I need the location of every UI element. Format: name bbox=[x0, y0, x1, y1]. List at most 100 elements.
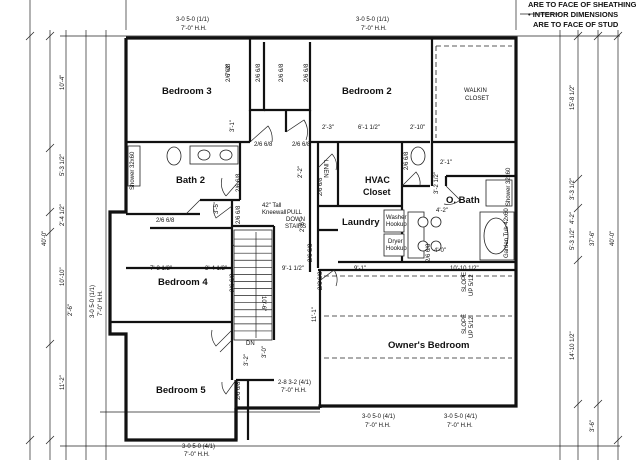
window-left: 3-0 5-0 (1/1) bbox=[90, 285, 96, 318]
window-owner-2-hh: 7'-0" H.H. bbox=[447, 423, 473, 429]
label-shower-obath: Shower 32x60 bbox=[506, 167, 512, 206]
dim-label: 3'-5" bbox=[214, 202, 220, 214]
dim-label: 7'-3" bbox=[226, 64, 232, 76]
label-walkin: WALKIN bbox=[464, 88, 487, 94]
label-hvac-closet: Closet bbox=[363, 187, 391, 197]
exterior-walls bbox=[108, 36, 518, 442]
window-owner-1-hh: 7'-0" H.H. bbox=[365, 423, 391, 429]
door-size-label: 2/6 6/8 bbox=[308, 243, 314, 262]
dim-label: 2'-4 1/2" bbox=[60, 204, 66, 226]
dim-label: 3'-2" bbox=[244, 354, 250, 366]
dim-label: 4'-0" bbox=[434, 248, 446, 254]
door-size-label: 2/6 6/8 bbox=[426, 243, 432, 262]
label-closet: CLOSET bbox=[465, 96, 489, 102]
door-size-label: 2/6 6/8 bbox=[254, 142, 273, 148]
door-swings bbox=[185, 119, 461, 395]
dim-label: 2'-3" bbox=[322, 125, 334, 131]
dim-label: 6'-1 1/2" bbox=[358, 125, 380, 131]
note-sheathing: ARE TO FACE OF SHEATHING bbox=[528, 0, 637, 9]
dim-label: 3'-0" bbox=[262, 346, 268, 358]
dim-label: 2'-10" bbox=[410, 125, 425, 131]
dim-label: 3'-1" bbox=[230, 120, 236, 132]
note-interior-dims: • INTERIOR DIMENSIONS bbox=[528, 10, 618, 19]
window-bottom-hh: 7'-0" H.H. bbox=[184, 452, 210, 458]
note-face-of-stud: ARE TO FACE OF STUD bbox=[533, 20, 619, 29]
dim-label: 10'-6" bbox=[260, 296, 266, 311]
window-top-mid: 3-0 5-0 (1/1) bbox=[356, 17, 389, 23]
door-size-label: 2/6 6/8 bbox=[318, 177, 324, 196]
door-size-label: 2/6 6/8 bbox=[304, 63, 310, 82]
dim-label: 3'-2 1/2" bbox=[434, 172, 440, 194]
dim-label: 9'-1" bbox=[354, 266, 366, 272]
dim-label: 2'-6" bbox=[300, 220, 306, 232]
window-top-left: 3-0 5-0 (1/1) bbox=[176, 17, 209, 23]
window-bottom: 3-0 5-0 (4/1) bbox=[182, 444, 215, 450]
label-down-arrow: DN bbox=[246, 341, 255, 347]
dim-label: 10'-4" bbox=[60, 75, 66, 90]
dim-label: 40'-0" bbox=[42, 231, 48, 246]
door-size-label: 2/6 6/8 bbox=[230, 273, 236, 292]
dim-label: 4'-2" bbox=[436, 208, 448, 214]
dim-label: 5'-3 1/2" bbox=[60, 154, 66, 176]
dim-label: 3'-6" bbox=[590, 420, 596, 432]
window-owner-2: 3-0 5-0 (4/1) bbox=[444, 414, 477, 420]
label-down: DOWN bbox=[286, 217, 305, 223]
dim-label: 9'-1 1/2" bbox=[282, 266, 304, 272]
fixtures bbox=[127, 45, 515, 359]
label-laundry: Laundry bbox=[342, 217, 380, 228]
door-size-label: 2/6 6/8 bbox=[226, 63, 232, 82]
label-shower-bath2: Shower 32x60 bbox=[130, 151, 136, 190]
label-linen: LINEN bbox=[322, 160, 328, 178]
dim-label: 7'-3 1/2" bbox=[150, 266, 172, 272]
window-left-hh: 7'-0" H.H. bbox=[98, 290, 104, 316]
interior-walls bbox=[110, 38, 516, 440]
window-labels: 3-0 5-0 (1/1) 7'-0" H.H. 3-0 5-0 (1/1) 7… bbox=[90, 17, 477, 458]
dim-label: 3'-4 1/2" bbox=[205, 266, 227, 272]
dim-label: 2'-6" bbox=[68, 304, 74, 316]
window-bedroom-5-hh: 7'-0" H.H. bbox=[281, 388, 307, 394]
label-bedroom-5: Bedroom 5 bbox=[156, 385, 206, 396]
label-bedroom-4: Bedroom 4 bbox=[158, 277, 208, 288]
dim-label: 4'-2" bbox=[570, 212, 576, 224]
dim-label: 15'-8 1/2" bbox=[570, 85, 576, 110]
dim-label: 11'-2" bbox=[60, 375, 66, 390]
dim-label: 3'-3 1/2" bbox=[570, 178, 576, 200]
door-size-label: 2/6 6/8 bbox=[236, 173, 242, 192]
label-bedroom-2: Bedroom 2 bbox=[342, 86, 392, 97]
dim-label: 5'-3 1/2" bbox=[570, 228, 576, 250]
label-owners-bedroom: Owner's Bedroom bbox=[388, 340, 469, 351]
label-bedroom-3: Bedroom 3 bbox=[162, 86, 212, 97]
door-size-label: 2/6 6/8 bbox=[318, 271, 324, 290]
door-size-label: 2/6 6/8 bbox=[156, 218, 175, 224]
label-hvac: HVAC bbox=[365, 175, 390, 185]
label-washer-hookup: Hookup bbox=[386, 222, 407, 228]
stairs bbox=[233, 229, 273, 341]
label-bath-2: Bath 2 bbox=[176, 175, 205, 186]
door-size-label: 2/6 6/8 bbox=[279, 63, 285, 82]
dim-label: 40'-0" bbox=[610, 231, 616, 246]
door-size-label: 2/6 6/8 bbox=[236, 381, 242, 400]
door-size-label: 2/6 6/8 bbox=[236, 205, 242, 224]
label-pull: PULL bbox=[287, 210, 303, 216]
dimension-labels: 7'-3" 3'-1" 2'-3" 6'-1 1/2" 2'-10" 2'-1"… bbox=[42, 63, 616, 432]
label-slope-1b: UP 5/12 bbox=[469, 274, 475, 296]
dim-label: 10'-10 1/2" bbox=[450, 266, 479, 272]
window-top-left-hh: 7'-0" H.H. bbox=[181, 26, 207, 32]
label-kneewall-2: Kneewall bbox=[262, 210, 286, 216]
window-top-mid-hh: 7'-0" H.H. bbox=[361, 26, 387, 32]
label-owner-bath: O. Bath bbox=[446, 195, 480, 206]
label-slope-2b: UP 5/12 bbox=[469, 316, 475, 338]
label-dryer: Dryer bbox=[388, 239, 403, 245]
dim-label: 2'-2" bbox=[298, 166, 304, 178]
room-labels: Bedroom 3 Bedroom 2 WALKIN CLOSET Bath 2… bbox=[130, 86, 512, 396]
door-size-label: 2/6 6/8 bbox=[292, 142, 311, 148]
dim-label: 37'-6" bbox=[590, 231, 596, 246]
label-washer: Washer bbox=[386, 215, 406, 221]
window-bedroom-5: 2-8 3-2 (4/1) bbox=[278, 380, 311, 386]
label-slope-2: SLOPE bbox=[462, 314, 468, 334]
dimension-lines bbox=[25, 0, 623, 460]
door-size-label: 2/6 6/8 bbox=[256, 63, 262, 82]
label-slope-1: SLOPE bbox=[462, 272, 468, 292]
label-stairs: STAIRS bbox=[285, 224, 306, 230]
